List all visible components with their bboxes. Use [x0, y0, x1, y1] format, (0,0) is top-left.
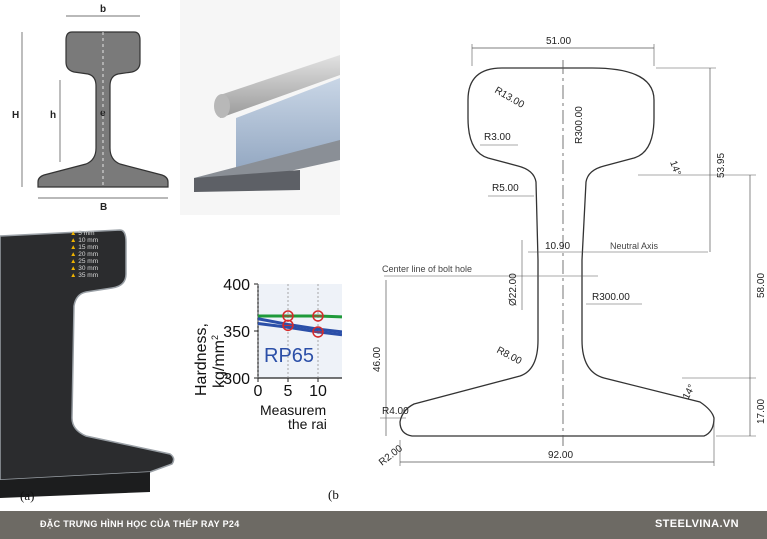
- chart-layer: 300 350 400 0 5 10: [223, 277, 342, 400]
- depth-label: ▲ 30 mm: [70, 265, 99, 272]
- dim-r300-head: R300.00: [574, 106, 585, 144]
- rail-3d-image: [180, 0, 340, 215]
- dim-total-right: 58.00: [756, 273, 767, 298]
- bolt-line-label: Center line of bolt hole: [382, 264, 472, 274]
- hardness-chart: 300 350 400 0 5 10 Hardness, kg/mm2 RP65 Meas…: [193, 277, 342, 502]
- dim-r3: R3.00: [484, 132, 511, 143]
- hardness-photo-panel: (a) ▲ 5 mm ▲ 10 mm ▲ 15 mm ▲ 20 mm ▲ 25 …: [0, 222, 180, 511]
- chart-y-tick-label: 400: [223, 277, 250, 294]
- label-B: B: [100, 202, 107, 213]
- dim-web-thickness: 10.90: [545, 241, 570, 252]
- chart-ylabel-1: Hardness,: [193, 323, 210, 396]
- rail-profile-sketch: [37, 31, 169, 188]
- chart-y-tick-label: 350: [223, 324, 250, 341]
- dim-angle-head: 14°: [667, 159, 683, 177]
- chart-xlabel-1: Measurem: [260, 402, 326, 418]
- label-b: b: [100, 4, 106, 15]
- chart-series-line-2: [257, 317, 342, 334]
- dim-r13: R13.00: [493, 85, 527, 111]
- label-h: h: [50, 110, 56, 121]
- dim-r4: R4.00: [382, 406, 409, 417]
- depth-labels: ▲ 5 mm ▲ 10 mm ▲ 15 mm ▲ 20 mm ▲ 25 mm ▲…: [70, 230, 126, 279]
- dim-r8: R8.00: [495, 345, 524, 367]
- cross-section-svg: b B H h e: [12, 4, 169, 213]
- chart-series-line-3: [257, 321, 342, 337]
- dim-bolt-hole: Ø22.00: [508, 273, 519, 306]
- label-H: H: [12, 110, 19, 121]
- chart-y-tick-label: 300: [223, 371, 250, 388]
- neutral-axis-label: Neutral Axis: [610, 241, 659, 251]
- depth-label: ▲ 35 mm: [70, 272, 99, 279]
- hardness-chart-panel: 300 350 400 0 5 10 Hardness, kg/mm2 RP65 Meas…: [190, 268, 342, 511]
- depth-label: ▲ 15 mm: [70, 244, 99, 251]
- chart-x-tick-label: 10: [309, 383, 327, 400]
- dim-r5: R5.00: [492, 183, 519, 194]
- dim-r2: R2.00: [377, 443, 405, 468]
- dim-angle-foot: 14°: [681, 383, 698, 402]
- chart-series-line-1: [258, 314, 342, 319]
- depth-label: ▲ 5 mm: [70, 230, 95, 237]
- chart-caption: (b: [328, 487, 339, 502]
- depth-label: ▲ 25 mm: [70, 258, 99, 265]
- chart-ylabel-sup: 2: [210, 335, 220, 340]
- chart-ylabel-2: kg/mm2: [210, 335, 228, 388]
- chart-xlabel-2: the rai: [288, 416, 327, 432]
- rail-profile-outline: [399, 67, 715, 437]
- footer-caption: ĐẶC TRƯNG HÌNH HỌC CỦA THÉP RAY P24: [40, 519, 240, 529]
- footer-bar: ĐẶC TRƯNG HÌNH HỌC CỦA THÉP RAY P24 STEE…: [0, 511, 767, 539]
- rail-technical-drawing: 51.00 92.00 53.95 58.00 17.00 46.00 10.9…: [372, 36, 767, 468]
- label-e: e: [100, 108, 106, 119]
- rail-drawing-panel: 51.00 92.00 53.95 58.00 17.00 46.00 10.9…: [342, 0, 767, 511]
- footer-brand: STEELVINA.VN: [654, 518, 739, 530]
- dim-head-height: 53.95: [716, 153, 727, 178]
- chart-series-label: RP65: [264, 345, 314, 367]
- depth-label: ▲ 10 mm: [70, 237, 99, 244]
- dim-bottom-width: 92.00: [548, 450, 573, 461]
- depth-label: ▲ 20 mm: [70, 251, 99, 258]
- dim-web-left: 46.00: [372, 347, 383, 372]
- chart-x-tick-label: 5: [284, 383, 293, 400]
- dim-top-width: 51.00: [546, 36, 571, 47]
- rail-photo-panel: [180, 0, 340, 215]
- dim-foot-height: 17.00: [756, 399, 767, 424]
- rail-hardness-photo: (a): [0, 222, 180, 511]
- chart-x-tick-label: 0: [254, 383, 263, 400]
- photo-caption: (a): [20, 488, 34, 503]
- cross-section-panel: b B H h e: [0, 0, 180, 215]
- dim-r300-web: R300.00: [592, 292, 630, 303]
